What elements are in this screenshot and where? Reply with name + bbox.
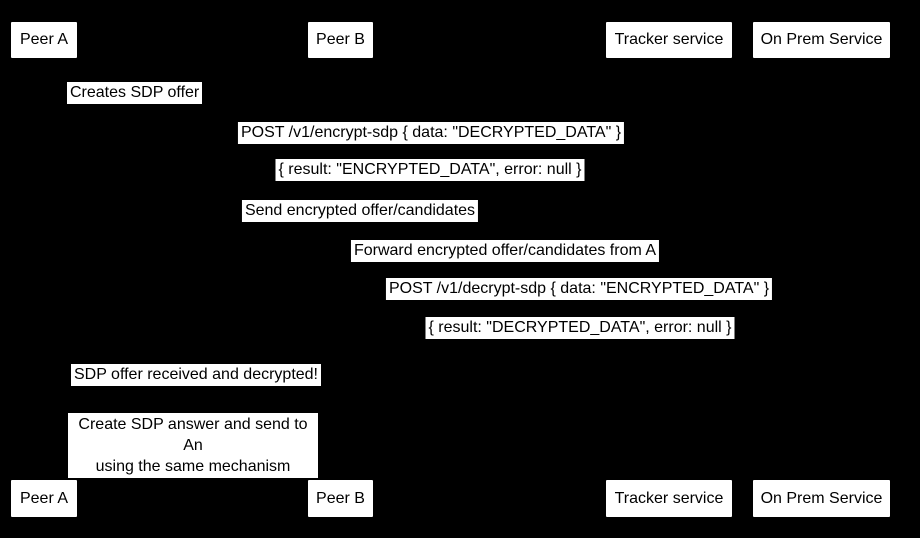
actor-box-tracker-service-top: Tracker service — [606, 22, 732, 58]
actor-label-peer-b: Peer B — [316, 31, 365, 48]
message-creates-sdp-offer: Creates SDP offer — [67, 82, 203, 104]
actor-box-on-prem-service-bottom: On Prem Service — [753, 480, 890, 517]
message-forward-encrypted-offer: Forward encrypted offer/candidates from … — [350, 240, 660, 262]
actor-label-tracker-service: Tracker service — [614, 31, 724, 48]
message-post-encrypt-sdp: POST /v1/encrypt-sdp { data: "DECRYPTED_… — [237, 122, 625, 144]
note-line-2: using the same mechanism — [95, 458, 291, 475]
message-encrypt-result: { result: "ENCRYPTED_DATA", error: null … — [275, 159, 585, 181]
actor-label-on-prem-service: On Prem Service — [760, 489, 883, 507]
actor-box-peer-a-top: Peer A — [11, 22, 77, 58]
actor-box-tracker-service-bottom: Tracker service — [606, 480, 732, 517]
actor-box-peer-b-top: Peer B — [308, 22, 373, 58]
message-sdp-offer-received: SDP offer received and decrypted! — [71, 364, 321, 386]
actor-label-peer-b: Peer B — [316, 489, 365, 507]
note-create-sdp-answer: Create SDP answer and send to An using t… — [68, 413, 318, 478]
actor-box-on-prem-service-top: On Prem Service — [753, 22, 890, 58]
actor-label-on-prem-service: On Prem Service — [760, 31, 883, 48]
message-send-encrypted-offer: Send encrypted offer/candidates — [241, 200, 479, 222]
actor-label-tracker-service: Tracker service — [614, 489, 724, 507]
actor-box-peer-a-bottom: Peer A — [11, 480, 77, 517]
note-line-1: Create SDP answer and send to An — [78, 416, 308, 454]
actor-label-peer-a: Peer A — [19, 489, 69, 507]
message-decrypt-result: { result: "DECRYPTED_DATA", error: null … — [425, 317, 735, 339]
message-post-decrypt-sdp: POST /v1/decrypt-sdp { data: "ENCRYPTED_… — [385, 278, 773, 300]
actor-label-peer-a: Peer A — [19, 31, 69, 48]
actor-box-peer-b-bottom: Peer B — [308, 480, 373, 517]
